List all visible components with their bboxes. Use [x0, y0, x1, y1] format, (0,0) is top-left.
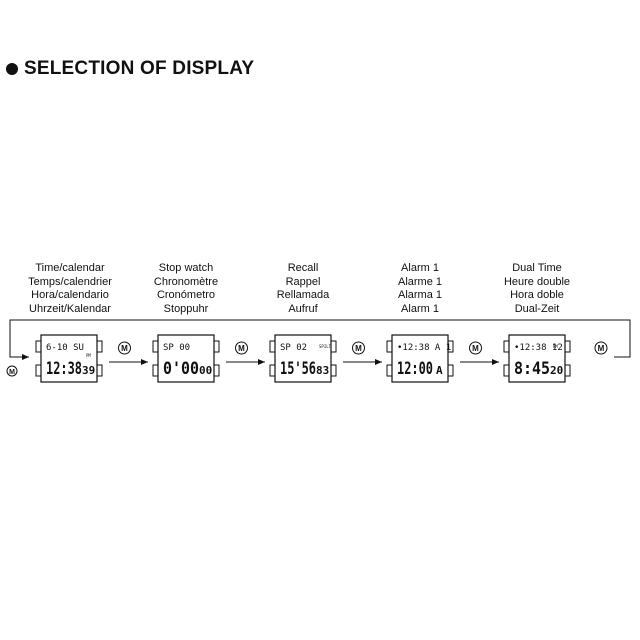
watch-body [274, 334, 332, 383]
mode-button-icon: M [352, 341, 365, 355]
mode-button-icon: M [235, 341, 248, 355]
lcd-suffix: A [436, 364, 443, 377]
lcd-small-digits: 20 [550, 364, 563, 377]
caption-line: Aufruf [288, 302, 318, 315]
lcd-top-text: •12:38 12 [514, 343, 563, 353]
lcd-top-text: •12:38 A 1 [397, 343, 451, 353]
watch-body [508, 334, 566, 383]
caption-line: Rappel [285, 275, 321, 288]
caption-line: Dual Time [512, 262, 562, 274]
caption-line: Hora/calendario [31, 289, 109, 302]
watch-body [40, 334, 98, 383]
caption-line: Heure double [503, 275, 571, 288]
side-button [330, 364, 337, 377]
side-button [96, 340, 103, 353]
side-button [330, 340, 337, 353]
caption-line: Alarm 1 [401, 262, 439, 274]
mode-button-icon: M [6, 365, 18, 377]
watch-body [391, 334, 449, 383]
heading-title: SELECTION OF DISPLAY [24, 58, 255, 79]
side-button [35, 364, 42, 377]
lcd-top-text: 6-10 SU [46, 343, 84, 353]
side-button [564, 364, 571, 377]
side-button [152, 364, 159, 377]
lcd-small-digits: 39 [82, 364, 95, 377]
caption-line: Recall [287, 262, 319, 274]
caption-line: Alarme 1 [397, 275, 443, 288]
caption-line: Alarma 1 [397, 289, 443, 302]
caption-time-calendar: Time/calendar Temps/calendrier Hora/cale… [15, 262, 125, 316]
side-button [213, 340, 220, 353]
side-button [564, 340, 571, 353]
mode-button-icon: M [594, 341, 608, 355]
caption-line: Time/calendar [35, 262, 105, 274]
lcd-top-text: SP 02 [280, 343, 307, 353]
section-heading: SELECTION OF DISPLAY [6, 58, 254, 80]
side-button [269, 364, 276, 377]
side-button [386, 364, 393, 377]
caption-line: Temps/calendrier [28, 275, 112, 288]
side-button [503, 340, 510, 353]
caption-line: Cronómetro [156, 289, 216, 302]
lcd-small-digits: 00 [199, 364, 212, 377]
lcd-top-text: SP 00 [163, 343, 190, 353]
lcd-main-digits: 12:00 [397, 359, 433, 379]
side-button [213, 364, 220, 377]
lcd-small-digits: 83 [316, 364, 329, 377]
caption-line: Stoppuhr [163, 302, 209, 315]
side-button [447, 364, 454, 377]
bullet-icon [6, 63, 18, 75]
lcd-main-digits: 0'00 [163, 359, 199, 379]
svg-text:M: M [9, 369, 15, 376]
caption-line: Stop watch [158, 262, 214, 274]
caption-line: Hora doble [510, 289, 564, 302]
mode-button-icon: M [469, 341, 482, 355]
mode-button-icon: M [118, 341, 131, 355]
mode-button-label: M [121, 344, 128, 353]
watch-body [157, 334, 215, 383]
mode-button-label: M [598, 344, 605, 353]
side-button [96, 364, 103, 377]
mode-button-label: M [472, 344, 479, 353]
caption-line: Chronomètre [153, 275, 219, 288]
lcd-main-digits: 15'56 [280, 359, 316, 379]
mode-button-label: M [355, 344, 362, 353]
caption-line: Uhrzeit/Kalendar [29, 302, 111, 315]
side-button [152, 340, 159, 353]
lcd-main-digits: 12:38 [46, 359, 82, 379]
lcd-top-mark: PM [553, 344, 558, 349]
caption-dual-time: Dual Time Heure double Hora doble Dual-Z… [482, 262, 592, 316]
return-loop-line [9, 319, 631, 360]
side-button [35, 340, 42, 353]
lcd-main-digits: 8:45 [514, 359, 550, 379]
side-button [269, 340, 276, 353]
caption-recall: Recall Rappel Rellamada Aufruf [248, 262, 358, 316]
lcd-pm-mark: PM [86, 353, 91, 358]
caption-alarm: Alarm 1 Alarme 1 Alarma 1 Alarm 1 [365, 262, 475, 316]
caption-stop-watch: Stop watch Chronomètre Cronómetro Stoppu… [131, 262, 241, 316]
caption-line: Alarm 1 [401, 302, 439, 315]
side-button [503, 364, 510, 377]
mode-button-label: M [238, 344, 245, 353]
caption-line: Rellamada [276, 289, 330, 302]
lcd-top-mark: SPILT [319, 344, 332, 349]
side-button [386, 340, 393, 353]
caption-line: Dual-Zeit [514, 302, 560, 315]
